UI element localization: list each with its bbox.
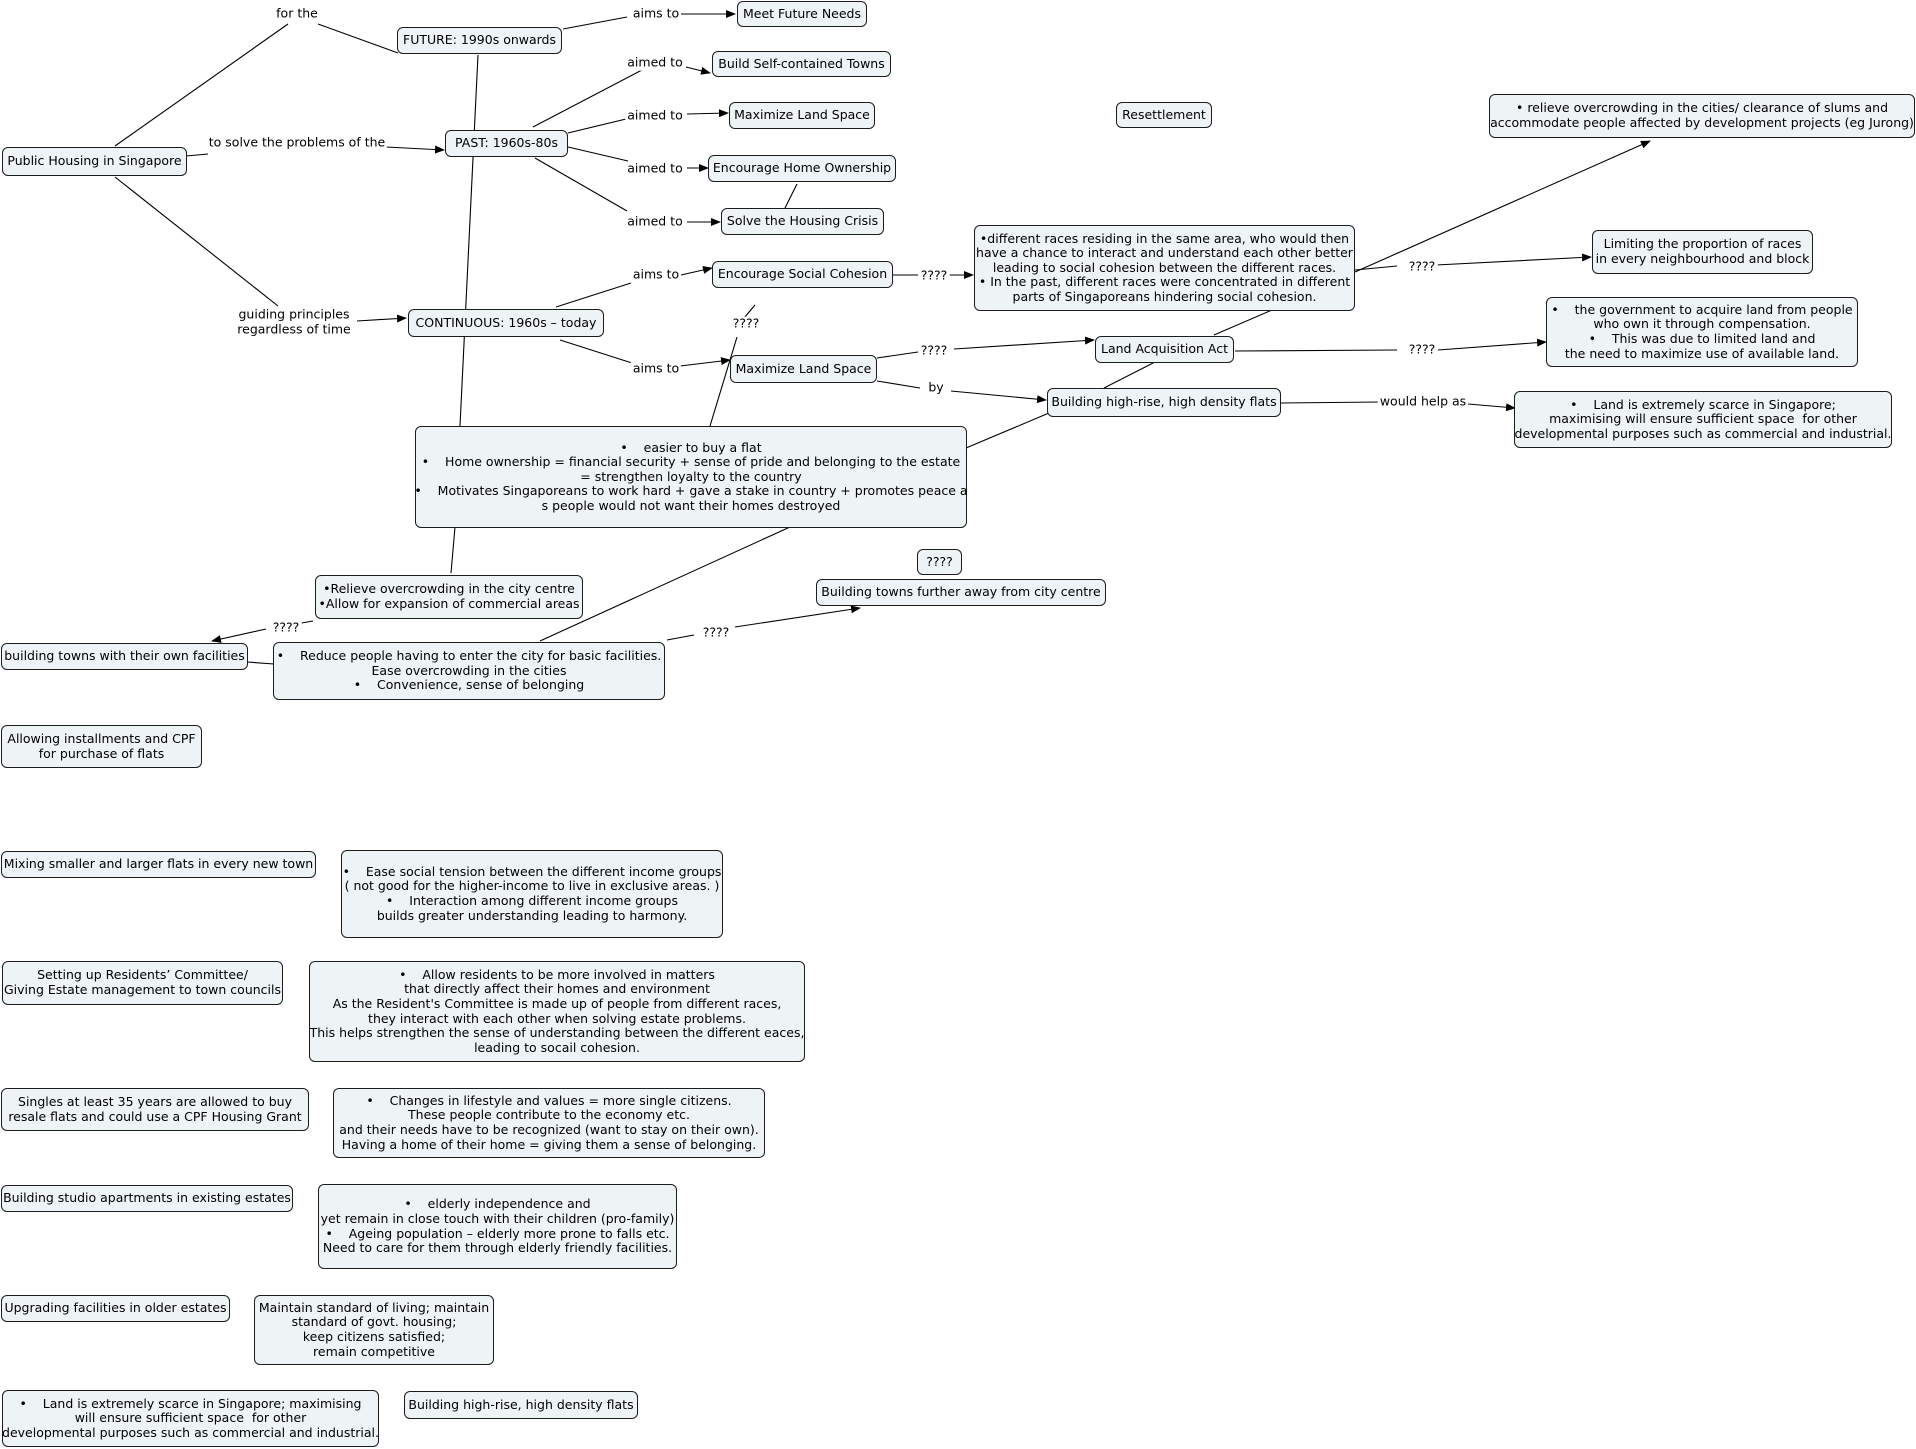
node-land-scarce[interactable]: • Land is extremely scarce in Singapore;… (1514, 391, 1892, 448)
link-label: ???? (1406, 258, 1438, 275)
link-line (1280, 401, 1381, 404)
link-line (950, 390, 1047, 404)
node-future[interactable]: FUTURE: 1990s onwards (397, 27, 562, 54)
link-line (246, 661, 275, 665)
node-residents-committee[interactable]: Setting up Residents’ Committee/ Giving … (2, 961, 283, 1005)
node-land-acquisition-act[interactable]: Land Acquisition Act (1095, 336, 1234, 363)
link-line (562, 16, 628, 30)
link-line (567, 146, 629, 162)
link-line (385, 145, 445, 154)
node-question-marks[interactable]: ???? (917, 549, 962, 575)
link-line (185, 153, 209, 157)
node-maintain-text[interactable]: Maintain standard of living; maintain st… (254, 1295, 494, 1365)
link-line (1213, 309, 1273, 336)
link-line (686, 109, 729, 118)
link-label: for the (274, 5, 320, 22)
link-line (680, 266, 713, 276)
link-label: ???? (1406, 341, 1438, 358)
link-line (666, 634, 695, 641)
link-line (734, 605, 861, 628)
link-line (114, 176, 279, 307)
node-gov-acquire[interactable]: • the government to acquire land from pe… (1546, 297, 1858, 367)
node-installments[interactable]: Allowing installments and CPF for purcha… (1, 725, 202, 768)
node-elderly-text[interactable]: • elderly independence and yet remain in… (318, 1184, 677, 1269)
node-mixing-flats[interactable]: Mixing smaller and larger flats in every… (1, 851, 316, 878)
node-continuous[interactable]: CONTINUOUS: 1960s – today (408, 309, 604, 337)
link-line (679, 357, 731, 367)
link-line (1234, 349, 1398, 352)
node-meet-future-needs[interactable]: Meet Future Needs (737, 1, 867, 27)
link-label: aimed to (625, 160, 685, 177)
link-label: aims to (630, 266, 682, 283)
link-line (709, 336, 738, 427)
node-build-self-contained-towns[interactable]: Build Self-contained Towns (712, 51, 891, 77)
link-label: ???? (700, 624, 732, 641)
node-limit-races[interactable]: Limiting the proportion of races in ever… (1592, 230, 1813, 274)
link-label: ???? (918, 342, 950, 359)
link-line (450, 526, 456, 574)
node-maximize-land-continuous[interactable]: Maximize Land Space (730, 355, 877, 383)
link-line (784, 183, 798, 209)
link-line (539, 526, 791, 642)
link-line (559, 339, 633, 364)
link-line (567, 118, 627, 134)
node-singles[interactable]: Singles at least 35 years are allowed to… (1, 1088, 309, 1131)
link-line (876, 380, 921, 389)
link-label: aims to (630, 5, 682, 22)
link-label: would help as (1377, 393, 1469, 410)
node-maximize-land-past[interactable]: Maximize Land Space (729, 102, 875, 129)
link-line (555, 282, 632, 308)
link-label: aimed to (625, 107, 685, 124)
link-line (114, 23, 289, 147)
link-line (953, 336, 1095, 350)
link-line (743, 304, 756, 319)
node-home-ownership[interactable]: Encourage Home Ownership (708, 155, 896, 182)
node-public-housing[interactable]: Public Housing in Singapore (2, 147, 187, 176)
link-label: aimed to (625, 213, 685, 230)
link-line (1467, 403, 1516, 412)
node-relieve-slums[interactable]: • relieve overcrowding in the cities/ cl… (1489, 94, 1915, 138)
node-studio[interactable]: Building studio apartments in existing e… (1, 1185, 293, 1212)
link-line (211, 628, 267, 643)
link-line (965, 412, 1050, 449)
link-label: ???? (918, 267, 950, 284)
node-past[interactable]: PAST: 1960s-80s (445, 130, 568, 157)
node-land-scarce-2[interactable]: • Land is extremely scarce in Singapore;… (2, 1390, 379, 1447)
link-label: by (926, 379, 946, 396)
link-label: guiding principles regardless of time (235, 306, 353, 337)
link-line (459, 54, 479, 427)
node-upgrading[interactable]: Upgrading facilities in older estates (1, 1295, 230, 1322)
link-label: aimed to (625, 54, 685, 71)
link-label: to solve the problems of the (206, 134, 388, 151)
link-line (1103, 361, 1156, 389)
node-resettlement[interactable]: Resettlement (1116, 102, 1212, 128)
link-line (1435, 253, 1592, 266)
link-label: aims to (630, 360, 682, 377)
node-income-groups[interactable]: • Ease social tension between the differ… (341, 850, 723, 938)
link-line (317, 23, 399, 54)
link-line (876, 351, 919, 359)
node-highrise-flats-2[interactable]: Building high-rise, high density flats (404, 1391, 638, 1419)
node-residents-text[interactable]: • Allow residents to be more involved in… (309, 961, 805, 1062)
node-home-benefits[interactable]: • easier to buy a flat • Home ownership … (414, 426, 968, 528)
link-line (685, 66, 711, 75)
link-line (532, 69, 643, 128)
link-line (1354, 140, 1651, 273)
link-label: ???? (270, 619, 302, 636)
node-relieve-city[interactable]: •Relieve overcrowding in the city centre… (315, 575, 583, 619)
node-social-cohesion[interactable]: Encourage Social Cohesion (712, 261, 893, 288)
node-singles-text[interactable]: • Changes in lifestyle and values = more… (333, 1088, 765, 1158)
node-highrise-flats[interactable]: Building high-rise, high density flats (1047, 388, 1281, 417)
node-housing-crisis[interactable]: Solve the Housing Crisis (721, 208, 884, 235)
link-label: ???? (730, 315, 762, 332)
node-towns-away[interactable]: Building towns further away from city ce… (816, 579, 1106, 606)
link-line (1437, 338, 1547, 351)
link-line (534, 157, 628, 212)
node-races-text[interactable]: •different races residing in the same ar… (974, 225, 1355, 311)
node-own-facilities[interactable]: building towns with their own facilities (1, 643, 248, 670)
node-reduce-people[interactable]: • Reduce people having to enter the city… (273, 642, 665, 700)
link-line (356, 314, 407, 323)
